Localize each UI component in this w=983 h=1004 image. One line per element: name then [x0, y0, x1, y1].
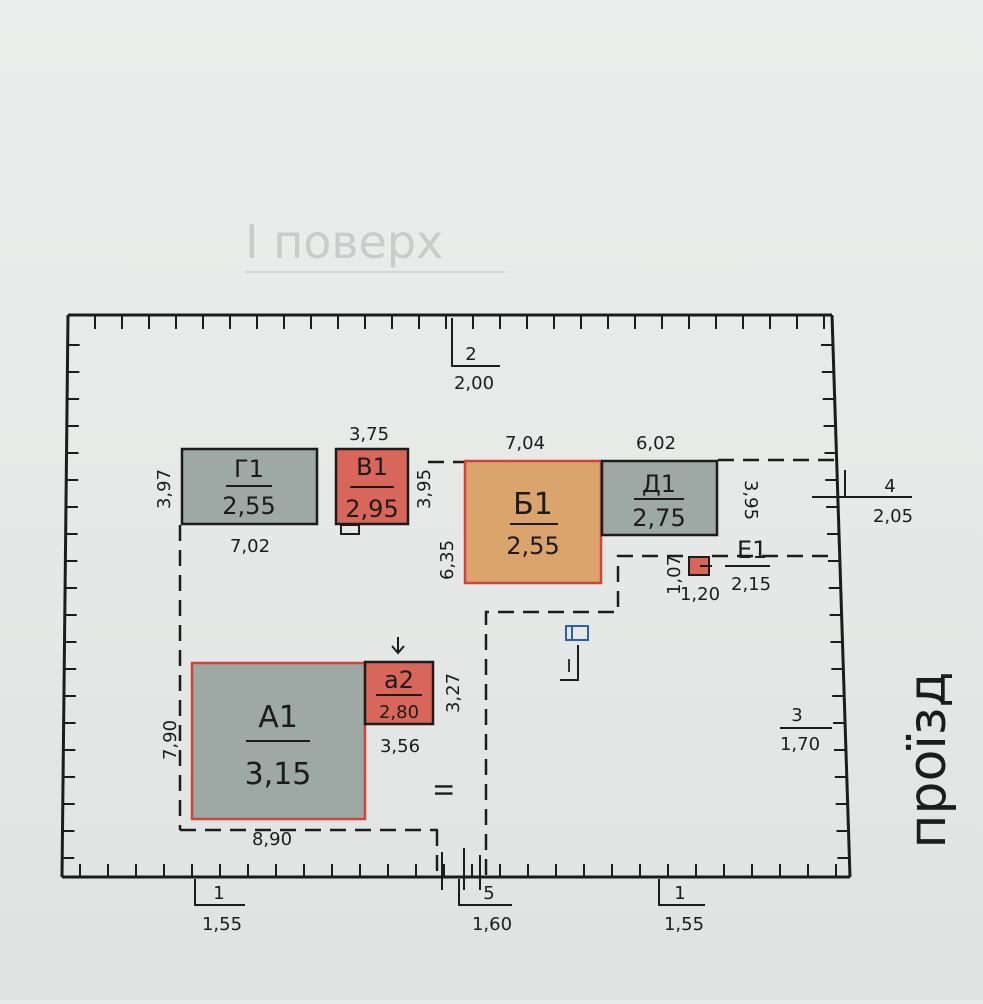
room-v1-height: 2,95 [345, 495, 398, 523]
porch-step [340, 524, 360, 535]
fence-5-number: 5 [483, 883, 494, 904]
dim-a1-bottom: 8,90 [252, 829, 292, 850]
fence-3-length: 1,70 [780, 734, 820, 755]
room-d1-height: 2,75 [632, 504, 685, 532]
room-a1: А1 3,15 [190, 661, 367, 821]
room-e1-height: 2,15 [731, 574, 771, 595]
room-g1: Г1 2,55 [180, 447, 319, 526]
room-g1-name: Г1 [234, 455, 264, 483]
dim-d1-top: 6,02 [636, 433, 676, 454]
dim-g1-bottom: 7,02 [230, 536, 270, 557]
marker-roman-two: ІІ [429, 783, 457, 797]
room-a2-height: 2,80 [379, 702, 419, 723]
markers: І ІІ [429, 625, 589, 797]
fence-5-length: 1,60 [472, 914, 512, 935]
fence-2-number: 2 [465, 344, 476, 365]
fence-labels: 2 2,00 4 2,05 3 1,70 1 1,55 5 1,60 1 1,5… [202, 344, 913, 935]
dim-e1-left: 1,07 [664, 555, 685, 595]
room-a1-name: А1 [258, 700, 298, 735]
fence-4-number: 4 [884, 476, 895, 497]
page-heading: І поверх [245, 215, 443, 269]
fence-2-length: 2,00 [454, 373, 494, 394]
entrance-arrow-icon [391, 637, 405, 655]
room-b1-height: 2,55 [506, 532, 559, 560]
room-d1: Д1 2,75 [600, 459, 719, 537]
fence-1-right-number: 1 [674, 883, 685, 904]
fence-callouts [194, 318, 912, 906]
room-b1-name: Б1 [513, 487, 553, 522]
fence-4-length: 2,05 [873, 506, 913, 527]
dim-b1-left: 6,35 [437, 540, 458, 580]
dim-v1-top: 3,75 [349, 424, 389, 445]
room-a1-height: 3,15 [245, 757, 312, 792]
road-label: проїзд [898, 672, 958, 849]
room-v1-name: В1 [356, 453, 388, 481]
dim-a2-right: 3,27 [443, 673, 464, 713]
dim-b1-top: 7,04 [505, 433, 545, 454]
dim-v1-right: 3,95 [414, 469, 435, 509]
fence-3-number: 3 [791, 705, 802, 726]
room-a2: а2 2,80 [363, 637, 435, 726]
room-e1-name: Е1 [737, 536, 767, 564]
dim-e1-bottom: 1,20 [680, 584, 720, 605]
dim-a1-left: 7,90 [160, 720, 181, 760]
marker-roman-one: І [566, 656, 571, 677]
room-g1-height: 2,55 [222, 492, 275, 520]
fence-1-left-length: 1,55 [202, 914, 242, 935]
room-b1: Б1 2,55 [463, 459, 603, 585]
dimension-labels: 3,97 7,02 3,75 3,95 7,04 6,35 6,02 3,95 … [154, 424, 761, 850]
fence-1-left-number: 1 [213, 883, 224, 904]
plot-boundary [60, 313, 852, 879]
room-v1: В1 2,95 [334, 447, 410, 535]
room-e1: Е1 2,15 [688, 536, 771, 595]
dim-d1-right: 3,95 [740, 480, 761, 520]
room-a2-name: а2 [384, 666, 414, 694]
fence-1-right-length: 1,55 [664, 914, 704, 935]
well-icon [565, 625, 589, 641]
dim-a2-bottom: 3,56 [380, 736, 420, 757]
dashed-lines [178, 458, 840, 875]
room-d1-name: Д1 [642, 470, 676, 498]
dim-g1-left: 3,97 [154, 469, 175, 509]
